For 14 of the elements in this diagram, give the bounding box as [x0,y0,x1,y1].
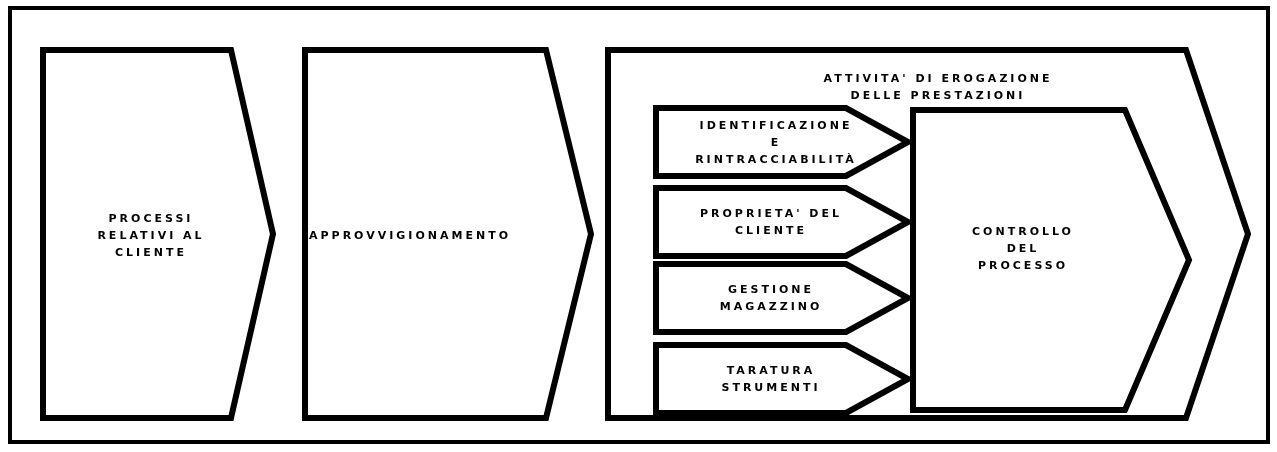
pentagon-process-box [656,264,908,332]
process-chevron [305,50,591,418]
pentagon-process-box [656,188,908,256]
node-label: APPROVVIGIONAMENTO [309,227,511,244]
node-label: GESTIONE MAGAZZINO [719,282,823,315]
pentagon-process-box [656,108,908,176]
process-chevron [43,50,273,418]
pentagon-process-box [656,345,908,413]
node-label: ATTIVITA' DI EROGAZIONE DELLE PRESTAZIONI [822,71,1054,104]
node-label: IDENTIFICAZIONE E RINTRACCIABILITÀ [695,117,857,168]
node-label: PROCESSI RELATIVI AL CLIENTE [96,210,206,261]
node-label: TARATURA STRUMENTI [721,363,821,396]
node-label: PROPRIETA' DEL CLIENTE [698,206,843,239]
node-label: CONTROLLO DEL PROCESSO [972,223,1074,274]
